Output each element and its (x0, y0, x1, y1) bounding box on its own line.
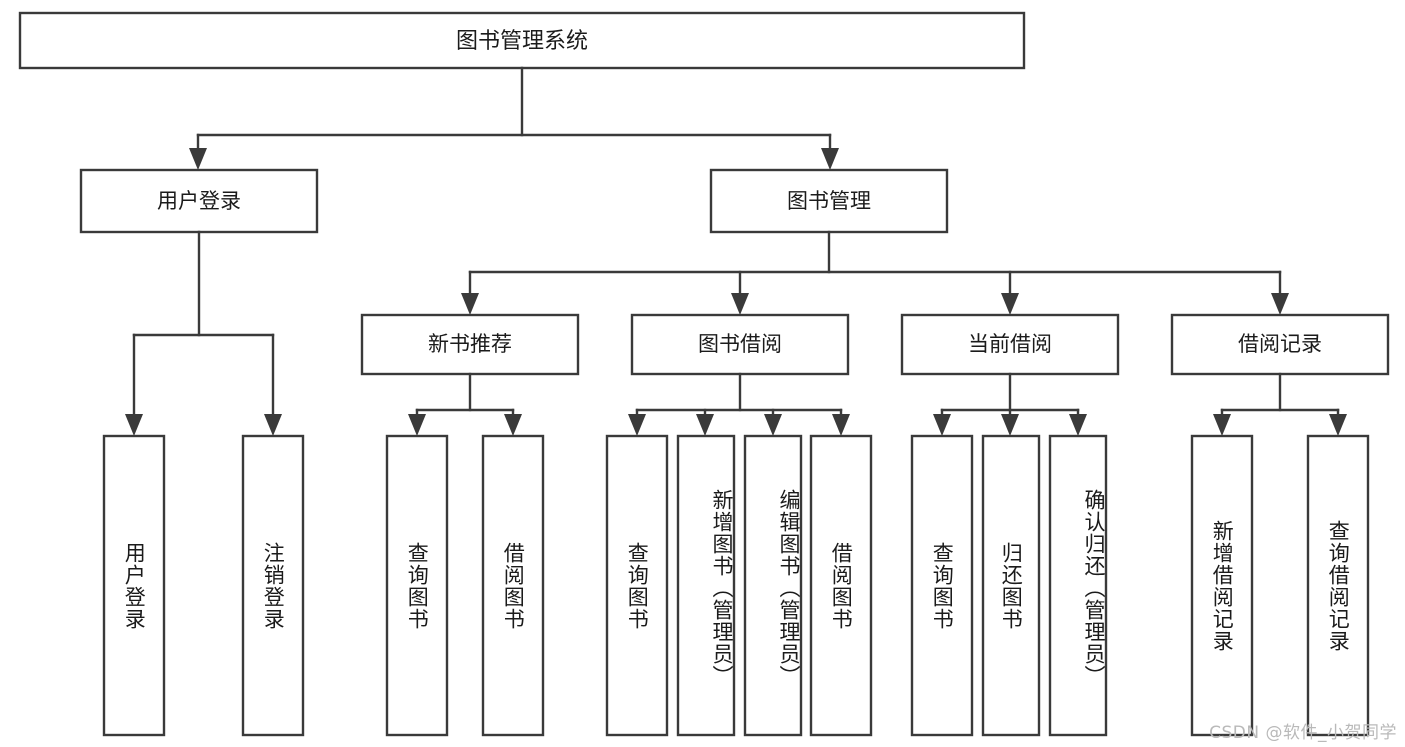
arrowhead-leaf-user-login-2 (264, 414, 282, 436)
node-borrow-record-label: 借阅记录 (1238, 332, 1322, 356)
csdn-watermark: CSDN @软件_小贺同学 (1209, 723, 1397, 743)
node-current-borrow-label: 当前借阅 (968, 332, 1052, 356)
node-current-borrow[interactable]: 当前借阅 (900, 313, 1120, 376)
node-book-manage-label: 图书管理 (787, 189, 871, 213)
leaf-box-cb-1[interactable] (910, 434, 974, 737)
leaf-box-bb-1[interactable] (605, 434, 669, 737)
leaf-box-cb-3[interactable] (1048, 434, 1108, 737)
arrowhead-leaf-cb-2 (1001, 414, 1019, 436)
node-user-login-label: 用户登录 (157, 189, 241, 213)
leaf-box-user-login-2[interactable] (241, 434, 305, 737)
arrowhead-leaf-bb-1 (628, 414, 646, 436)
node-root-label: 图书管理系统 (456, 29, 588, 54)
node-book-borrow[interactable]: 图书借阅 (630, 313, 850, 376)
arrowhead-to-user-login (189, 148, 207, 170)
leaf-box-br-2[interactable] (1306, 434, 1370, 737)
arrowhead-leaf-br-2 (1329, 414, 1347, 436)
arrowhead-to-book-manage (821, 148, 839, 170)
arrowhead-leaf-cb-3 (1069, 414, 1087, 436)
arrowhead-leaf-bb-2 (696, 414, 714, 436)
node-book-borrow-rect[interactable] (630, 313, 850, 376)
leaf-box-bb-2[interactable] (676, 434, 736, 737)
leaf-box-nbr-1[interactable] (385, 434, 449, 737)
node-root-rect[interactable] (18, 11, 1026, 70)
node-borrow-record[interactable]: 借阅记录 (1170, 313, 1390, 376)
node-user-login[interactable]: 用户登录 (79, 168, 319, 234)
node-book-manage[interactable]: 图书管理 (709, 168, 949, 234)
arrowhead-to-book-borrow (731, 293, 749, 315)
node-borrow-record-rect[interactable] (1170, 313, 1390, 376)
node-new-book-recommend-rect[interactable] (360, 313, 580, 376)
arrowhead-to-current-borrow (1001, 293, 1019, 315)
leaf-box-bb-4[interactable] (809, 434, 873, 737)
leaf-box-nbr-2[interactable] (481, 434, 545, 737)
arrowhead-leaf-nbr-2 (504, 414, 522, 436)
arrowhead-leaf-cb-1 (933, 414, 951, 436)
leaf-box-cb-2[interactable] (981, 434, 1041, 737)
node-root[interactable]: 图书管理系统 (18, 11, 1026, 70)
arrowhead-leaf-nbr-1 (408, 414, 426, 436)
node-book-manage-rect[interactable] (709, 168, 949, 234)
node-new-book-recommend[interactable]: 新书推荐 (360, 313, 580, 376)
arrowhead-to-new-book (461, 293, 479, 315)
arrowhead-leaf-user-login-1 (125, 414, 143, 436)
node-new-book-recommend-label: 新书推荐 (428, 332, 512, 356)
arrowhead-to-borrow-record (1271, 293, 1289, 315)
arrowhead-leaf-br-1 (1213, 414, 1231, 436)
node-current-borrow-rect[interactable] (900, 313, 1120, 376)
leaf-box-user-login-1[interactable] (102, 434, 166, 737)
arrowhead-leaf-bb-4 (832, 414, 850, 436)
leaf-box-bb-3[interactable] (743, 434, 803, 737)
arrowhead-leaf-bb-3 (764, 414, 782, 436)
node-book-borrow-label: 图书借阅 (698, 332, 782, 356)
leaf-box-br-1[interactable] (1190, 434, 1254, 737)
